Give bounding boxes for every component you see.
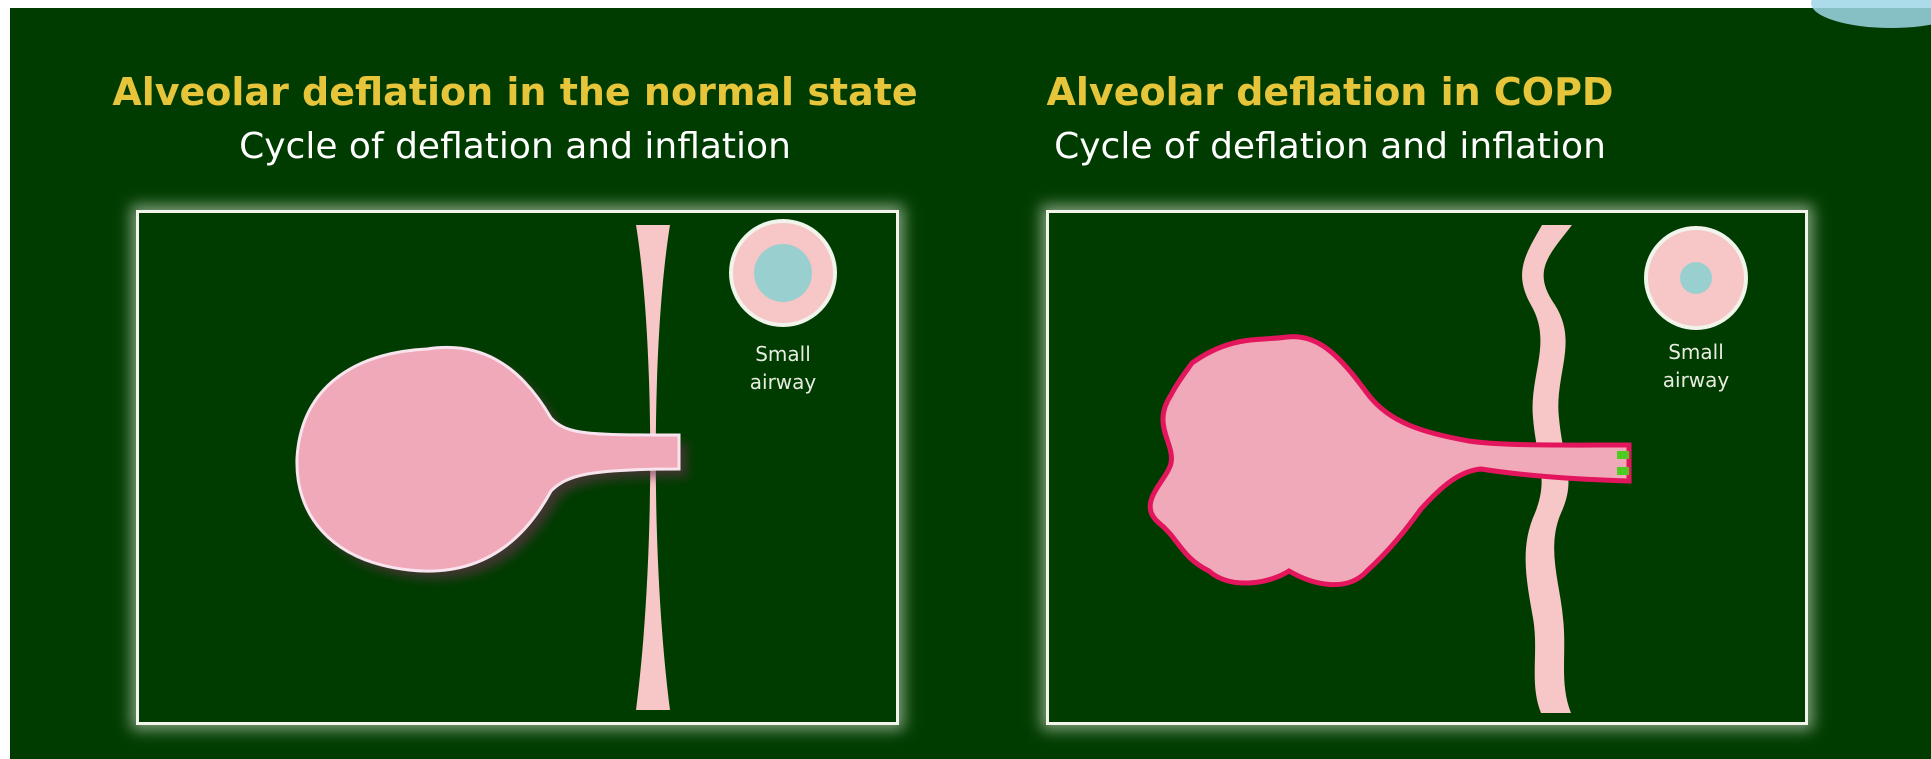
normal-airway-label-line1: Small bbox=[755, 342, 811, 366]
diagram-canvas: Alveolar deflation in the normal state C… bbox=[10, 8, 1931, 759]
corner-accent-shape bbox=[1811, 0, 1931, 28]
normal-panel-subtitle: Cycle of deflation and inflation bbox=[100, 126, 930, 167]
copd-alveolus-illustration: Small airway bbox=[1049, 213, 1805, 722]
copd-airway-label-line1: Small bbox=[1668, 340, 1724, 364]
copd-small-airway-lumen bbox=[1680, 262, 1712, 294]
small-airway-lumen bbox=[754, 244, 812, 302]
trapped-air-marker bbox=[1617, 451, 1629, 459]
normal-panel-title: Alveolar deflation in the normal state bbox=[100, 70, 930, 114]
copd-airway-label-line2: airway bbox=[1663, 368, 1730, 392]
normal-alveolus-illustration: Small airway bbox=[139, 213, 896, 722]
normal-airway-label-line2: airway bbox=[750, 370, 817, 394]
normal-alveolus-frame: Small airway bbox=[136, 210, 899, 725]
copd-alveolus-frame: Small airway bbox=[1046, 210, 1808, 725]
trapped-air-marker bbox=[1617, 467, 1629, 475]
copd-panel-title: Alveolar deflation in COPD bbox=[1010, 70, 1650, 114]
normal-alveolus bbox=[297, 347, 679, 571]
copd-panel-subtitle: Cycle of deflation and inflation bbox=[1010, 126, 1650, 167]
